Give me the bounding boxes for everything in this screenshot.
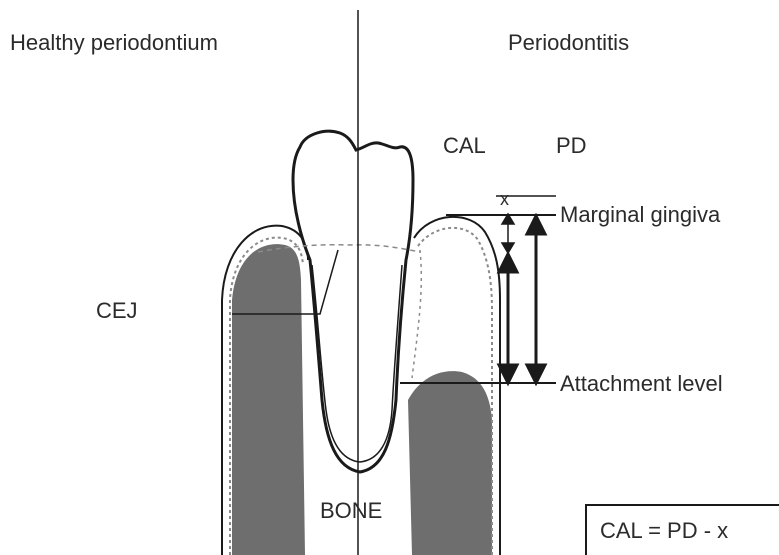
formula-text: CAL = PD - x: [600, 518, 728, 543]
x-arrow: [502, 214, 514, 253]
bone-left: [232, 244, 305, 555]
pd-label: PD: [556, 133, 587, 158]
cej-label: CEJ: [96, 298, 138, 323]
healthy-label: Healthy periodontium: [10, 30, 218, 55]
pd-arrow: [527, 216, 545, 383]
marginal-gingiva-label: Marginal gingiva: [560, 202, 721, 227]
periodontitis-label: Periodontitis: [508, 30, 629, 55]
bone-label: BONE: [320, 498, 382, 523]
x-label: x: [500, 189, 509, 209]
cal-arrow: [499, 254, 517, 383]
attachment-level-label: Attachment level: [560, 371, 723, 396]
tooth: [293, 131, 413, 472]
pocket-epithelium-dotted: [412, 250, 421, 378]
cal-label: CAL: [443, 133, 486, 158]
bone-right: [408, 371, 492, 555]
